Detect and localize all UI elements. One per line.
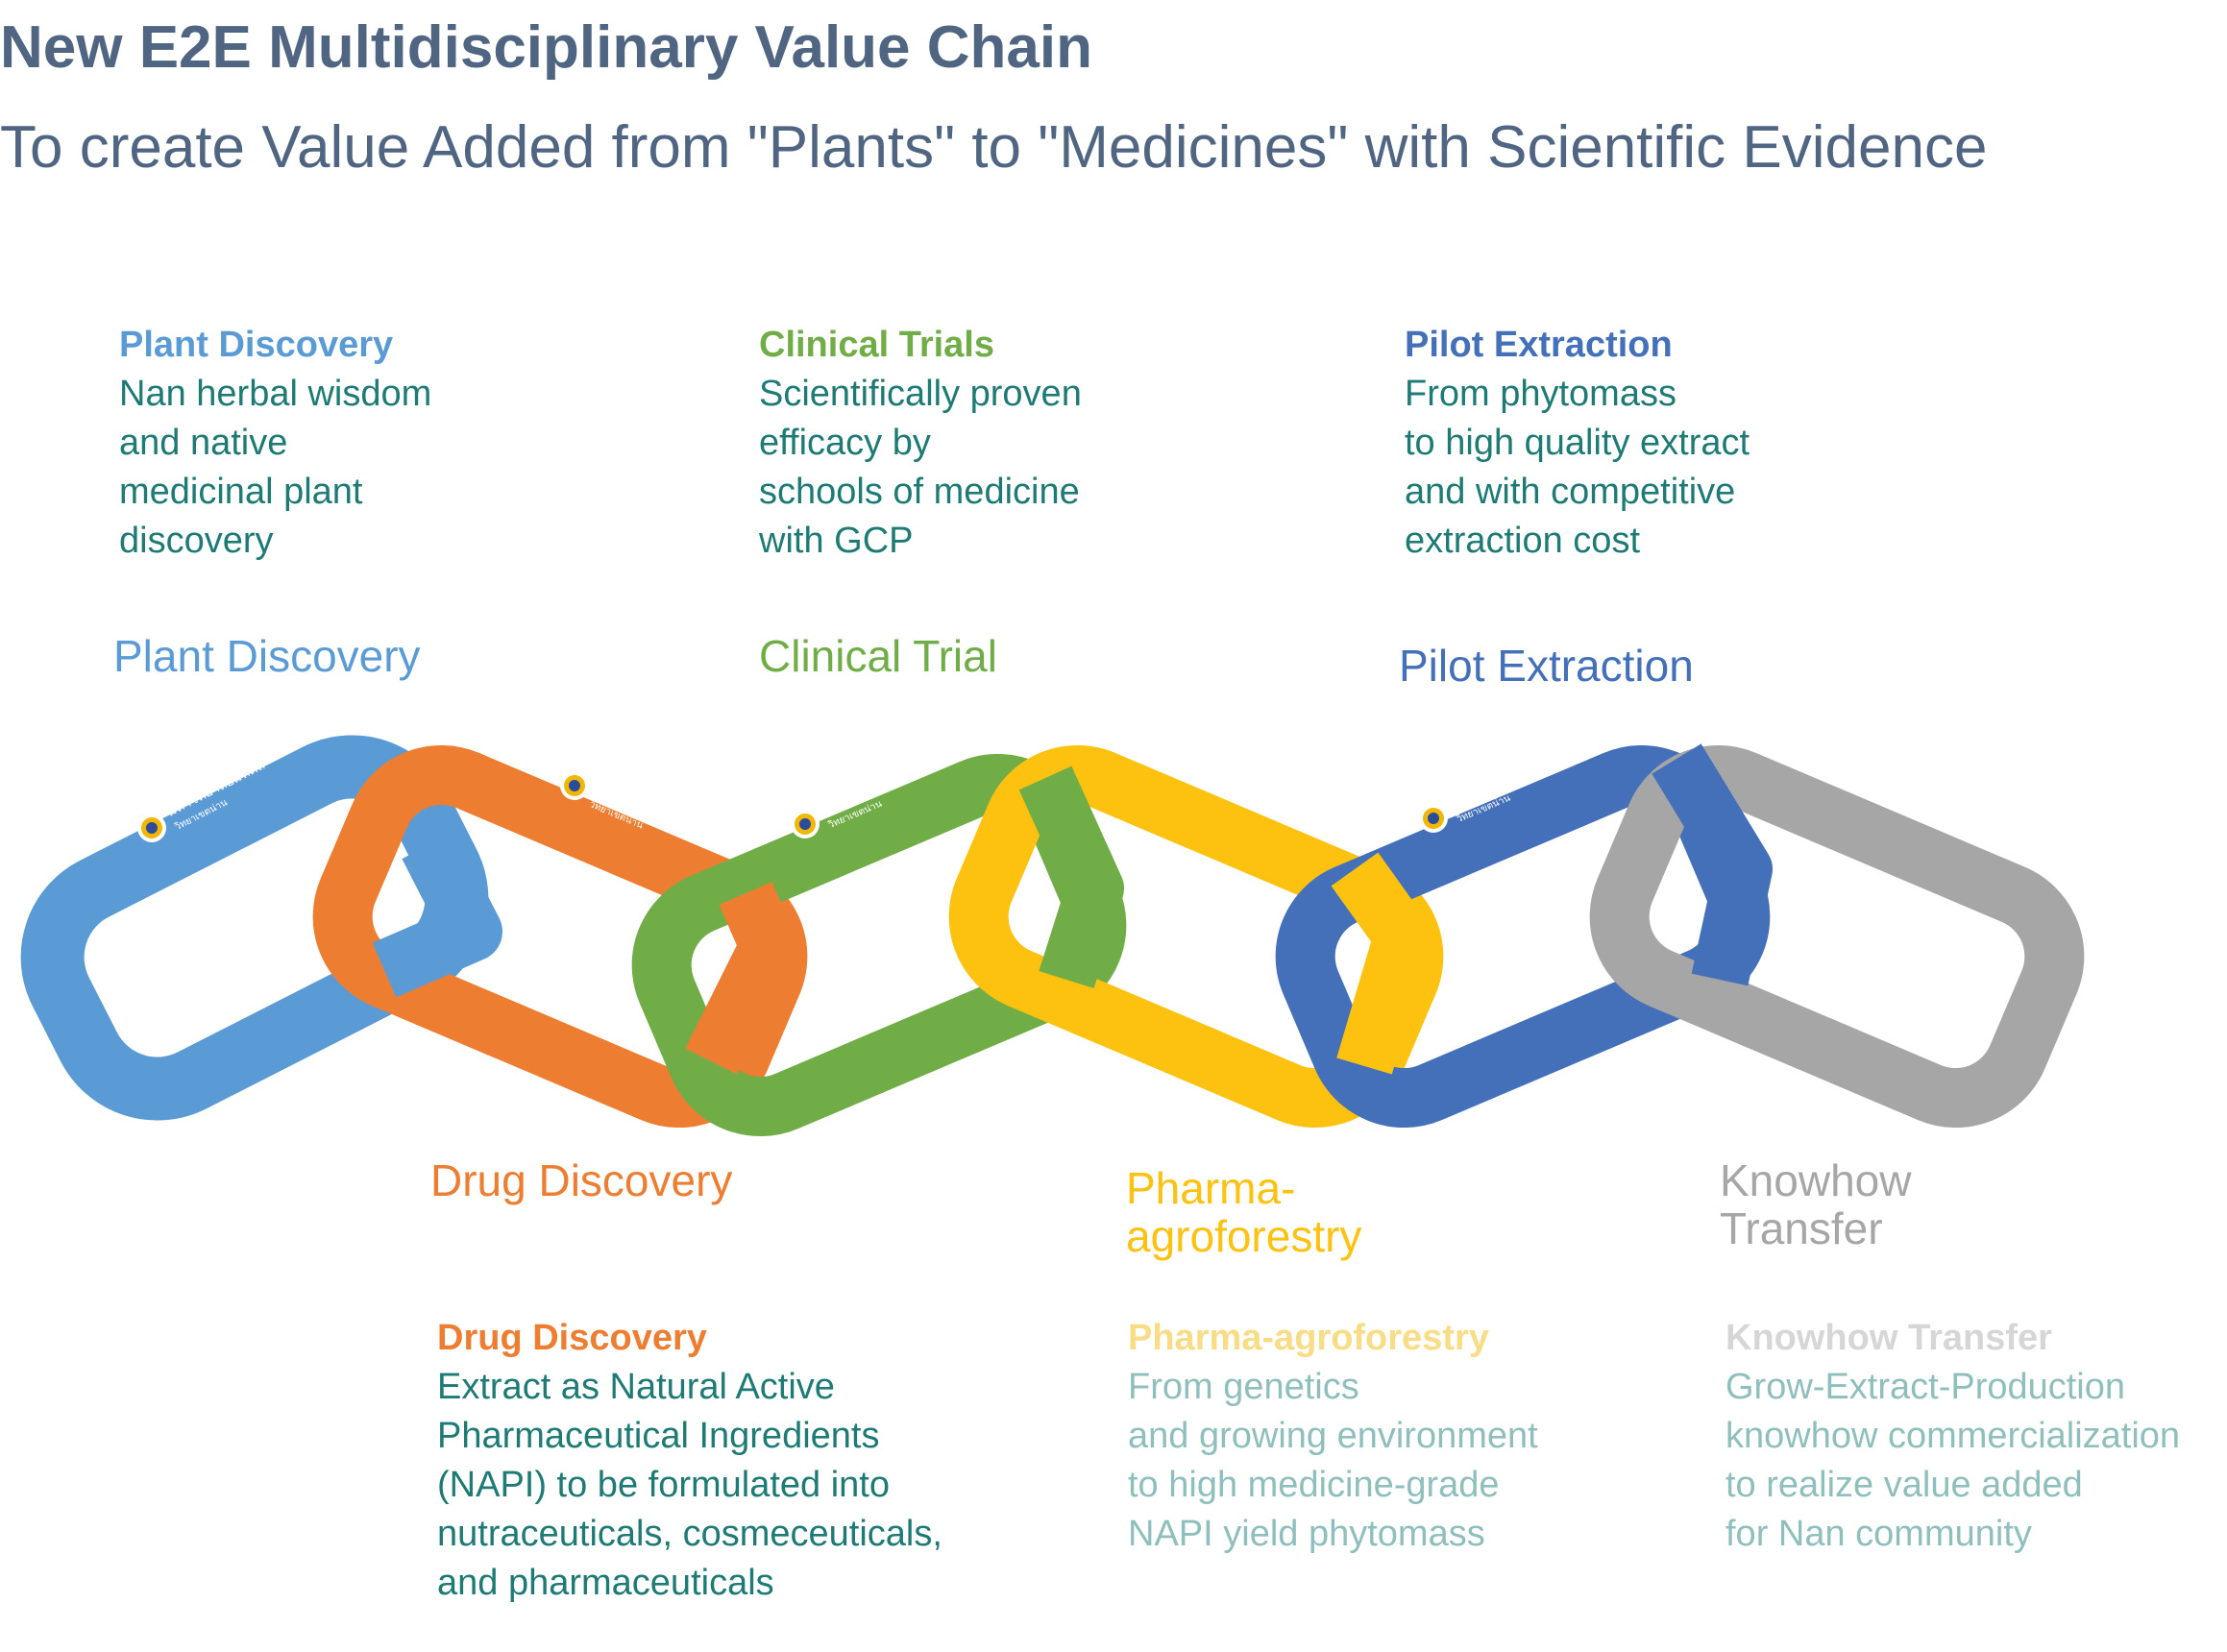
chain-link-plant-discovery-front [372, 831, 502, 998]
pilot-extraction-description: Pilot Extraction From phytomass to high … [1405, 321, 1750, 566]
chain-link-clinical-trial-front [1018, 765, 1124, 989]
knowhow-transfer-description: Knowhow Transfer Grow-Extract-Production… [1725, 1314, 2180, 1559]
drug-discovery-description: Drug Discovery Extract as Natural Active… [437, 1314, 942, 1608]
description-line: and pharmaceuticals [437, 1563, 774, 1603]
chain-link-knowhow-transfer [1589, 744, 2085, 1129]
description-line: From phytomass [1405, 374, 1676, 414]
description-line: extraction cost [1405, 521, 1640, 561]
chain-label-plant-discovery: Plant Discovery [113, 631, 421, 681]
page-title: New E2E Multidisciplinary Value Chain [0, 14, 1092, 81]
chain-link-drug-discovery-front [685, 882, 797, 1075]
pharma-agroforestry-description: Pharma-agroforestry From genetics and gr… [1128, 1314, 1538, 1559]
value-chain-graphic: มหาวิทยาลัยมหิดล วิทยาเขตน่าน มหาวิทยาลั… [20, 735, 2085, 1137]
knowhow-transfer-heading: Knowhow Transfer [1725, 1318, 2052, 1358]
chain-label-pilot-extraction: Pilot Extraction [1399, 641, 1694, 691]
description-line: Scientifically proven [759, 374, 1082, 414]
description-line: for Nan community [1725, 1514, 2032, 1554]
chain-label-pharma-line1: Pharma- [1126, 1163, 1296, 1213]
description-line: Nan herbal wisdom [119, 374, 432, 414]
pilot-extraction-heading: Pilot Extraction [1405, 325, 1673, 365]
chain-label-pharma-line2: agroforestry [1126, 1211, 1362, 1261]
description-line: schools of medicine [759, 472, 1080, 512]
description-line: Grow-Extract-Production [1725, 1367, 2126, 1407]
description-line: efficacy by [759, 423, 931, 463]
description-line: nutraceuticals, cosmeceuticals, [437, 1514, 942, 1554]
page-subtitle: To create Value Added from "Plants" to "… [0, 114, 1988, 181]
description-line: discovery [119, 521, 274, 561]
chain-label-clinical-trial: Clinical Trial [759, 631, 997, 681]
chain-label-knowhow-line2: Transfer [1720, 1203, 1883, 1253]
plant-discovery-heading: Plant Discovery [119, 325, 394, 365]
chain-label-drug-discovery: Drug Discovery [430, 1155, 733, 1205]
chain-link-pilot-extraction-front [1652, 743, 1773, 986]
description-line: (NAPI) to be formulated into [437, 1465, 890, 1505]
description-line: NAPI yield phytomass [1128, 1514, 1485, 1554]
drug-discovery-heading: Drug Discovery [437, 1318, 707, 1358]
description-line: to high medicine-grade [1128, 1465, 1500, 1505]
description-line: to realize value added [1725, 1465, 2083, 1505]
description-line: with GCP [759, 521, 914, 561]
pharma-agroforestry-heading: Pharma-agroforestry [1128, 1318, 1489, 1358]
description-line: knowhow commercialization [1725, 1416, 2181, 1456]
chain-label-pharma-agroforestry: Pharma- agroforestry [1126, 1164, 1361, 1260]
description-line: medicinal plant [119, 472, 363, 512]
description-line: and growing environment [1128, 1416, 1538, 1456]
chain-label-knowhow-line1: Knowhow [1720, 1155, 1912, 1205]
chain-label-knowhow-transfer: Knowhow Transfer [1720, 1156, 1911, 1252]
description-line: From genetics [1128, 1367, 1359, 1407]
chain-link-pharma-agroforestry-front [1331, 852, 1432, 1075]
description-line: Extract as Natural Active [437, 1367, 835, 1407]
clinical-trials-heading: Clinical Trials [759, 325, 994, 365]
chain-link-plant-discovery [20, 735, 489, 1121]
plant-discovery-description: Plant Discovery Nan herbal wisdom and na… [119, 321, 431, 566]
description-line: to high quality extract [1405, 423, 1750, 463]
clinical-trials-description: Clinical Trials Scientifically proven ef… [759, 321, 1082, 566]
description-line: and with competitive [1405, 472, 1736, 512]
description-line: and native [119, 423, 288, 463]
description-line: Pharmaceutical Ingredients [437, 1416, 880, 1456]
